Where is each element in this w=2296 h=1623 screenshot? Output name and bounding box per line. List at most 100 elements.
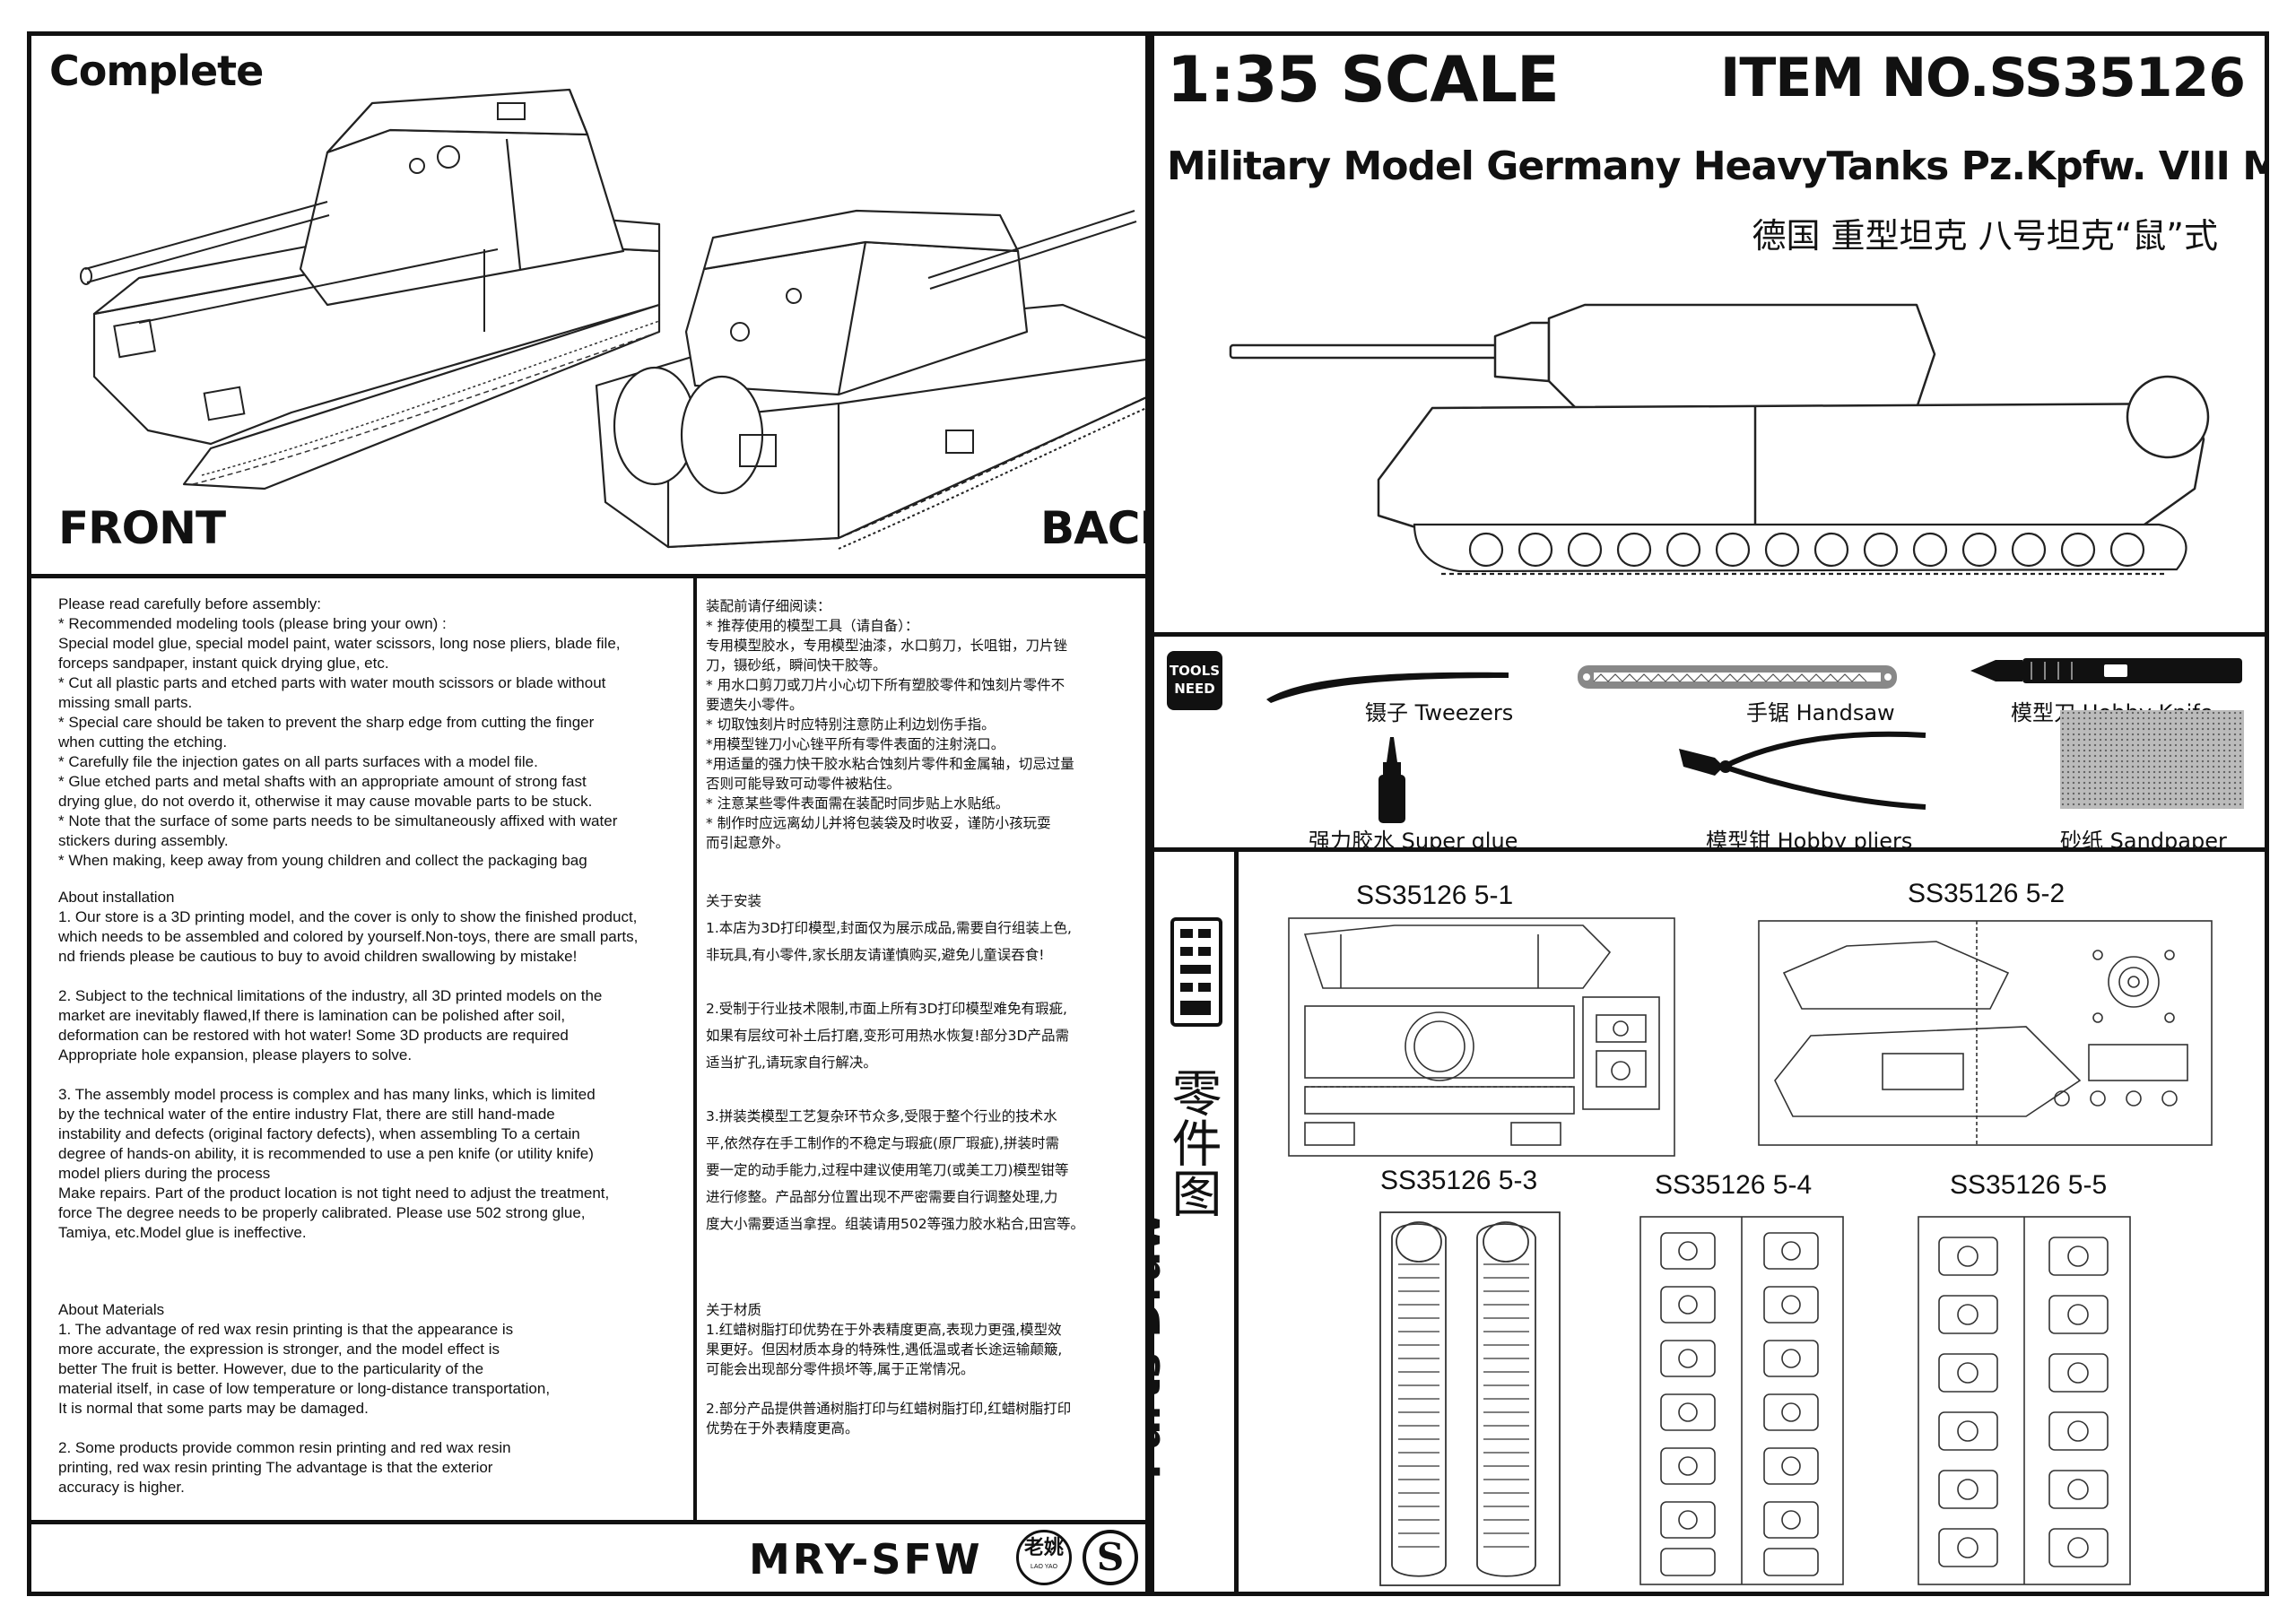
text-line: * Note that the surface of some parts ne… xyxy=(58,812,618,829)
text-line: * Glue etched parts and metal shafts wit… xyxy=(58,773,587,790)
text-line: forceps sandpaper, instant quick drying … xyxy=(58,655,389,672)
sandpaper-icon xyxy=(2060,710,2244,809)
text-line: About Materials xyxy=(58,1301,165,1318)
text-line: 度大小需要适当拿捏。组装请用502等强力胶水粘合,田宫等。 xyxy=(706,1216,1085,1232)
text-line: About installation xyxy=(58,889,175,906)
text-line: 2.部分产品提供普通树脂打印与红蜡树脂打印,红蜡树脂打印 xyxy=(706,1401,1072,1417)
part-5-2-label: SS35126 5-2 xyxy=(1908,879,2066,908)
front-label: FRONT xyxy=(58,502,226,554)
text-line: 1. Our store is a 3D printing model, and… xyxy=(58,908,638,925)
tools-panel: TOOLS NEED 镊子 Tweezers 手锯 Handsaw 模型刀 Ho… xyxy=(1150,632,2269,852)
part-5-4-label: SS35126 5-4 xyxy=(1655,1170,1813,1200)
text-line: * Special care should be taken to preven… xyxy=(58,714,595,731)
text-line: 如果有层纹可补土后打磨,变形可用热水恢复!部分3D产品需 xyxy=(706,1028,1069,1044)
text-line: 优势在于外表精度更高。 xyxy=(706,1420,859,1436)
handsaw-icon xyxy=(1578,665,1897,689)
text-line: * Cut all plastic parts and etched parts… xyxy=(58,674,606,691)
text-line: Appropriate hole expansion, please playe… xyxy=(58,1046,413,1063)
text-line: material itself, in case of low temperat… xyxy=(58,1380,551,1397)
header-panel: 1:35 SCALE ITEM NO.SS35126 Military Mode… xyxy=(1150,31,2269,637)
footer-panel: MRY-SFW 老姚 LAO YAO S xyxy=(27,1520,1150,1596)
text-line: 2. Some products provide common resin pr… xyxy=(58,1439,511,1456)
tweezers-icon xyxy=(1266,672,1509,703)
sprue-icon xyxy=(1170,917,1222,1027)
road-wheels xyxy=(1468,532,2145,568)
super-glue-icon xyxy=(1378,737,1405,823)
text-line: 3.拼装类模型工艺复杂环节众多,受限于整个行业的技术水 xyxy=(706,1108,1057,1124)
seal-logo: 老姚 LAO YAO xyxy=(1016,1530,1072,1585)
parts-draw-label: Parts Draw xyxy=(1150,1211,1170,1480)
part-5-3-drawing xyxy=(1379,1211,1561,1586)
part-5-3-label: SS35126 5-3 xyxy=(1380,1166,1538,1195)
text-line: 进行修整。产品部分位置出现不严密需要自行调整处理,力 xyxy=(706,1189,1058,1205)
super-glue-label: 强力胶水 Super glue xyxy=(1309,829,1518,852)
text-line: degree of hands-on ability, it is recomm… xyxy=(58,1145,594,1162)
text-line: deformation can be restored with hot wat… xyxy=(58,1027,569,1044)
instructions-cn-block2: 关于安装 1.本店为3D打印模型,封面仅为展示成品,需要自行组装上色, 非玩具,… xyxy=(706,888,1145,1237)
text-line: * Recommended modeling tools (please bri… xyxy=(58,615,447,632)
model-name: Military Model Germany HeavyTanks Pz.Kpf… xyxy=(1167,143,2269,189)
brand-name: MRY-SFW xyxy=(749,1535,983,1584)
part-5-2-drawing xyxy=(1758,920,2213,1146)
instructions-en-block2: About installation 1. Our store is a 3D … xyxy=(58,888,686,1243)
text-line: drying glue, do not overdo it, otherwise… xyxy=(58,793,593,810)
text-line: 1.红蜡树脂打印优势在于外表精度更高,表现力更强,模型效 xyxy=(706,1322,1062,1338)
back-label: BACK xyxy=(1040,502,1145,554)
text-line: 果更好。但因材质本身的特殊性,遇低温或者长途运输颠簸, xyxy=(706,1341,1063,1358)
text-line: 装配前请仔细阅读： xyxy=(706,598,831,614)
instructions-en-block3: About Materials 1. The advantage of red … xyxy=(58,1300,686,1497)
text-line: 2. Subject to the technical limitations … xyxy=(58,987,603,1004)
handsaw-label: 手锯 Handsaw xyxy=(1746,700,1895,725)
text-line: Special model glue, special model paint,… xyxy=(58,635,621,652)
tweezers-label: 镊子 Tweezers xyxy=(1365,700,1514,725)
s-logo-letter: S xyxy=(1096,1535,1125,1579)
text-line: 专用模型胶水，专用模型油漆，水口剪刀，长咀钳，刀片锉 xyxy=(706,638,1068,654)
tank-front-view-drawing xyxy=(80,88,661,490)
scale-label: 1:35 SCALE xyxy=(1167,43,1560,117)
seal-text: 老姚 xyxy=(1023,1536,1064,1559)
text-line: Please read carefully before assembly: xyxy=(58,595,321,612)
text-line: market are inevitably flawed,If there is… xyxy=(58,1007,566,1024)
text-line: 平,依然存在手工制作的不稳定与瑕疵(原厂瑕疵),拼装时需 xyxy=(706,1135,1059,1151)
text-line: * 制作时应远离幼儿并将包装袋及时收妥，谨防小孩玩耍 xyxy=(706,815,1051,831)
part-5-5-label: SS35126 5-5 xyxy=(1950,1170,2108,1200)
text-line: 否则可能导致可动零件被粘住。 xyxy=(706,776,901,792)
tools-badge-line2: NEED xyxy=(1174,681,1215,697)
part-5-1-drawing xyxy=(1288,917,1675,1157)
text-line: It is normal that some parts may be dama… xyxy=(58,1400,369,1417)
text-line: missing small parts. xyxy=(58,694,193,711)
parts-draw-sidebar xyxy=(1154,852,1239,1592)
complete-panel: Complete FRONT BACK xyxy=(27,31,1150,578)
text-line: which needs to be assembled and colored … xyxy=(58,928,639,945)
model-name-cn: 德国 重型坦克 八号坦克“鼠”式 xyxy=(1752,216,2218,256)
text-line: printing, red wax resin printing The adv… xyxy=(58,1459,493,1476)
column-divider xyxy=(693,578,697,1520)
hobby-pliers-icon xyxy=(1679,731,1926,810)
text-line: stickers during assembly. xyxy=(58,832,229,849)
text-line: better The fruit is better. However, due… xyxy=(58,1360,484,1377)
text-line: Tamiya, etc.Model glue is ineffective. xyxy=(58,1224,307,1241)
text-line: force The degree needs to be properly ca… xyxy=(58,1204,586,1221)
text-line: instability and defects (original factor… xyxy=(58,1125,580,1142)
text-line: *用适量的强力快干胶水粘合蚀刻片零件和金属轴，切忌过量 xyxy=(706,756,1074,772)
complete-title: Complete xyxy=(49,47,264,95)
text-line: * When making, keep away from young chil… xyxy=(58,852,587,869)
tank-back-view-drawing xyxy=(595,209,1145,550)
tools-badge-line1: TOOLS xyxy=(1169,663,1221,679)
text-line: 可能会出现部分零件损坏等,属于正常情况。 xyxy=(706,1361,975,1377)
text-line: when cutting the etching. xyxy=(58,733,228,751)
text-line: * 注意某些零件表面需在装配时同步贴上水贴纸。 xyxy=(706,795,1010,812)
text-line: 1. The advantage of red wax resin printi… xyxy=(58,1321,514,1338)
parts-draw-panel: 零件图 Parts Draw SS35126 5-1 SS35126 5-2 S… xyxy=(1150,847,2269,1596)
text-line: 关于材质 xyxy=(706,1302,762,1318)
text-line: model pliers during the process xyxy=(58,1165,271,1182)
text-line: 3. The assembly model process is complex… xyxy=(58,1086,596,1103)
text-line: 而引起意外。 xyxy=(706,835,790,851)
tools-badge: TOOLS NEED xyxy=(1167,651,1222,710)
sandpaper-label: 砂纸 Sandpaper xyxy=(2060,829,2227,852)
part-5-1-label: SS35126 5-1 xyxy=(1356,881,1514,910)
text-line: * 推荐使用的模型工具（请自备）： xyxy=(706,618,919,634)
text-line: 关于安装 xyxy=(706,893,762,909)
text-line: 2.受制于行业技术限制,市面上所有3D打印模型难免有瑕疵, xyxy=(706,1001,1067,1017)
item-number: ITEM NO.SS35126 xyxy=(1720,47,2246,109)
